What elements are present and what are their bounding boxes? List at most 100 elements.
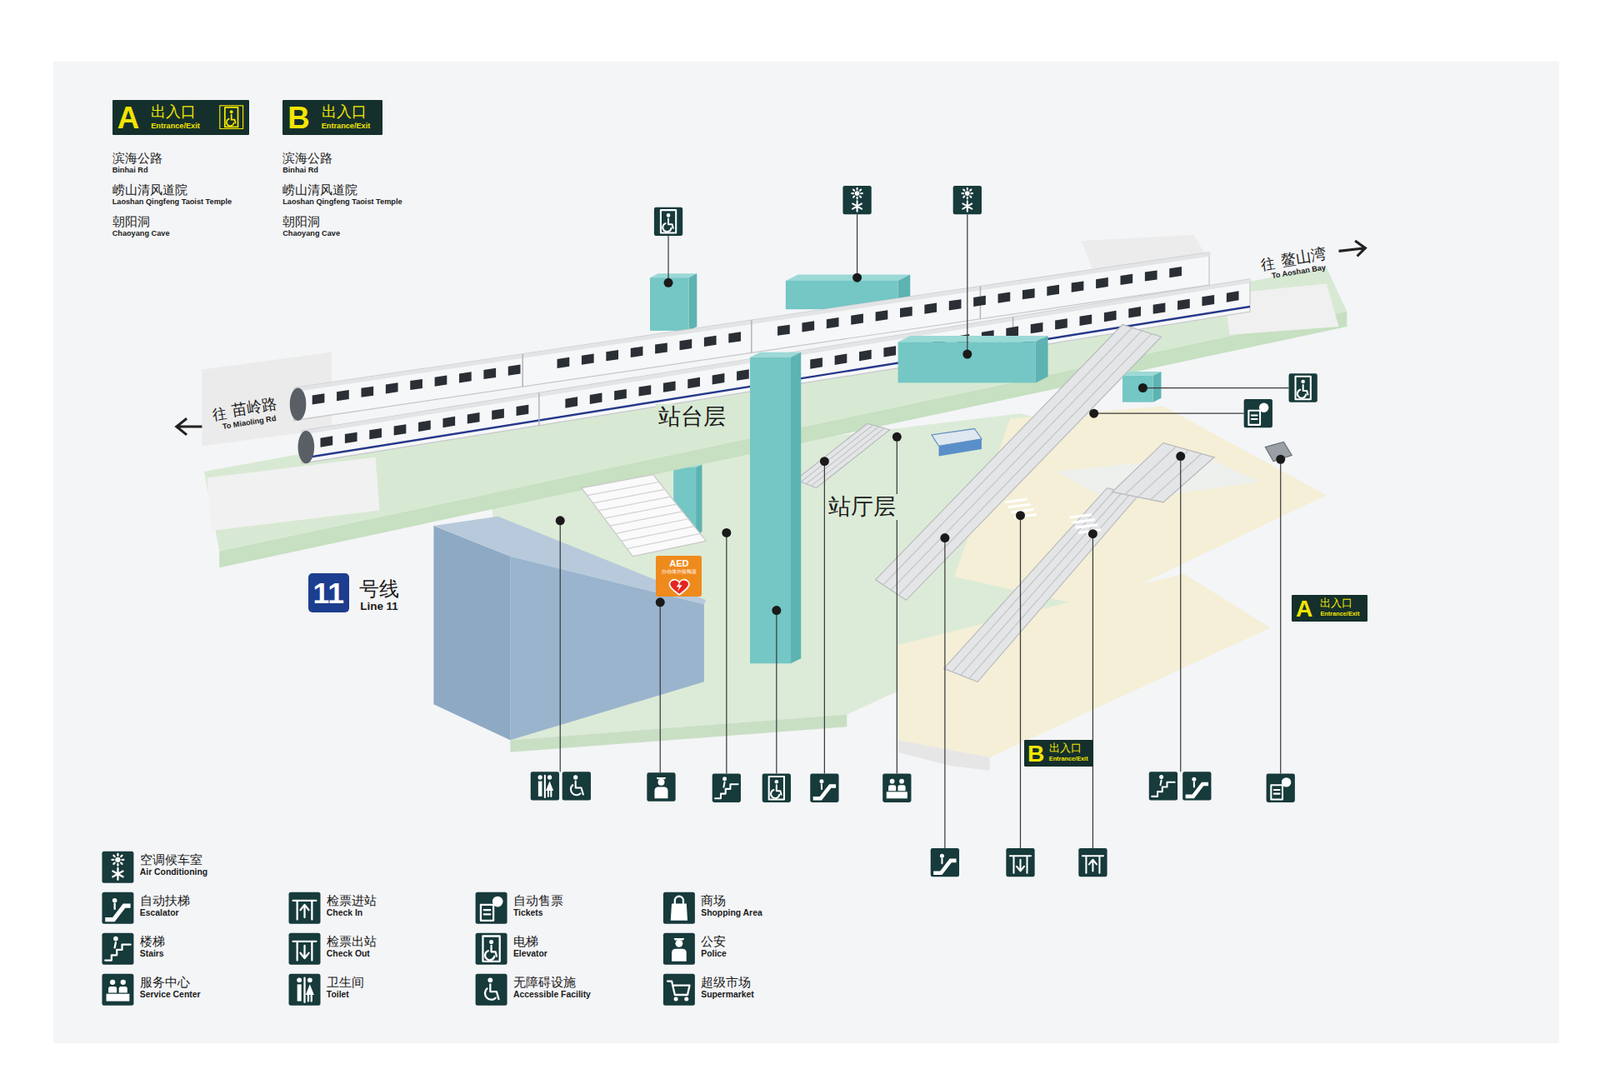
icon-glyph: [490, 984, 499, 1000]
icon-checkin: [1078, 848, 1107, 877]
stair-step: [598, 496, 671, 511]
escalator-rail: [1150, 454, 1202, 500]
icon-background: [930, 848, 960, 877]
icon-glyph: [1295, 376, 1311, 400]
train-window: [418, 420, 431, 432]
train-window: [345, 432, 358, 444]
pillar-top: [785, 275, 910, 281]
icon-glyph: [487, 977, 493, 983]
icon-glyph: [962, 200, 972, 212]
icon-glyph: [674, 997, 679, 1002]
icon-glyph: [485, 950, 495, 960]
place-name-en: Binhai Rd: [282, 165, 319, 175]
leader-line: [560, 520, 561, 772]
pillar-front: [1122, 375, 1154, 403]
leader-dot: [655, 597, 665, 607]
exit-badge: A出入口Entrance/Exit: [112, 100, 250, 135]
place-name: 崂山清风道院: [282, 182, 358, 198]
train-window: [435, 375, 448, 387]
icon-glyph: [1281, 777, 1291, 787]
train-window: [491, 408, 505, 420]
train-window: [1226, 290, 1240, 302]
icon-background: [289, 892, 321, 925]
train-window: [385, 382, 399, 394]
icon-background: [882, 774, 911, 803]
train-window: [410, 379, 423, 390]
leader-line: [1020, 515, 1021, 849]
leader-line: [1094, 413, 1245, 415]
train-window: [590, 393, 603, 405]
icon-background: [663, 892, 695, 925]
train-window: [949, 299, 962, 310]
train-window: [875, 310, 889, 321]
leader-line: [896, 436, 898, 774]
icon-glyph: [480, 905, 494, 921]
icon-tickets: [1244, 399, 1273, 428]
elevator-symbol: [219, 105, 244, 130]
stair-step: [1072, 520, 1095, 524]
leader-dot: [940, 533, 950, 543]
train-window: [998, 291, 1011, 303]
place-name: 朝阳洞: [112, 214, 150, 230]
icon-ac: [842, 185, 871, 215]
icon-glyph: [108, 986, 117, 994]
stairs: [581, 475, 706, 557]
leader-line: [1280, 459, 1281, 774]
icon-glyph: [303, 978, 305, 1003]
leader-dot: [820, 456, 830, 466]
icon-glyph: [668, 218, 674, 228]
icon-toilet: [530, 771, 560, 800]
leader-dot: [771, 605, 781, 615]
legend-label-en: Check Out: [326, 949, 370, 960]
legend-label: 检票进站: [326, 894, 377, 909]
train-window: [1120, 274, 1133, 285]
icon-glyph: [308, 995, 312, 1002]
icon-glyph: [1159, 775, 1164, 780]
legend-label-en: Supermarket: [700, 990, 755, 1000]
icon-glyph: [671, 949, 687, 962]
icon-glyph: [897, 785, 905, 791]
train-nose: [290, 388, 307, 421]
train-window: [655, 342, 668, 354]
icon-shopping: [663, 892, 695, 925]
train-window: [483, 368, 496, 380]
escalator-band: [875, 325, 1162, 601]
icon-glyph: [1082, 855, 1104, 874]
leader-dot: [962, 350, 972, 360]
icon-service: [882, 774, 911, 803]
line-badge: 11号线Line 11: [308, 573, 350, 613]
icon-background: [101, 974, 134, 1006]
icon-stairs: [1149, 771, 1178, 800]
train-window: [1030, 322, 1044, 334]
icon-glyph: [307, 977, 313, 983]
icon-glyph: [657, 779, 665, 786]
icon-glyph: [1191, 777, 1196, 782]
icon-escalator: [1182, 771, 1211, 800]
icon-background: [289, 933, 321, 965]
icon-glyph: [660, 210, 676, 233]
icon-escalator: [810, 774, 839, 803]
leader-line: [824, 461, 825, 775]
pillar-side: [1153, 371, 1162, 403]
icon-elevator: [1289, 373, 1318, 402]
icon-glyph: [305, 984, 315, 995]
icon-ac: [101, 851, 134, 884]
place-name: 朝阳洞: [282, 214, 320, 230]
icon-background: [101, 892, 134, 925]
icon-elevator: [762, 774, 791, 803]
icon-glyph: [674, 938, 685, 941]
icon-background: [1005, 848, 1035, 877]
train-window: [663, 380, 676, 392]
icon-glyph: [1010, 855, 1031, 874]
place-name-en: Laoshan Qingfeng Taoist Temple: [112, 197, 232, 207]
train-window: [1022, 288, 1035, 300]
icon-glyph: [482, 935, 500, 961]
icon-glyph: [820, 784, 823, 790]
icon-background: [646, 772, 675, 801]
icon-glyph: [1303, 385, 1309, 395]
train-window: [704, 335, 717, 347]
leader-dot: [555, 515, 565, 525]
legend-label: 无障碍设施: [513, 975, 576, 990]
icon-glyph: [1251, 415, 1258, 420]
